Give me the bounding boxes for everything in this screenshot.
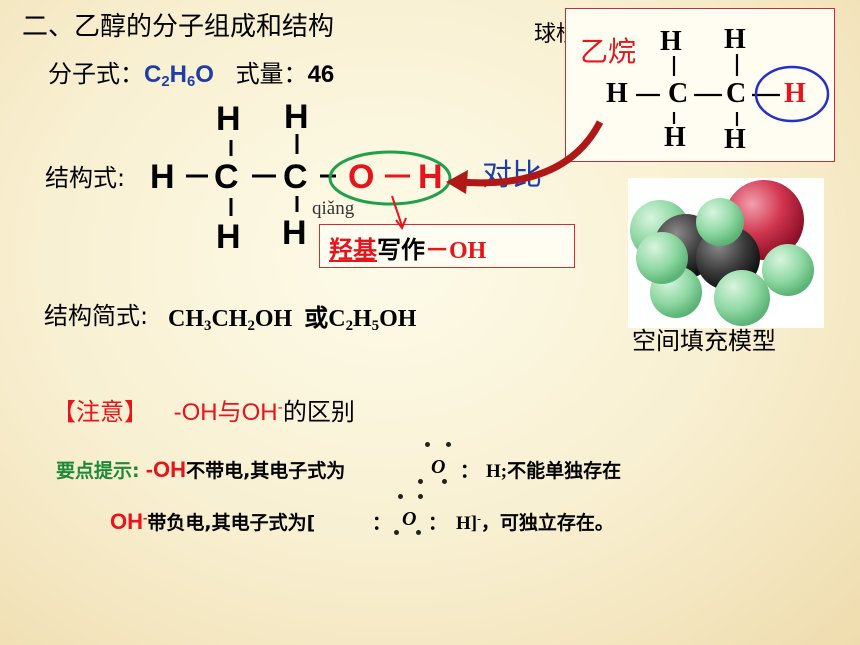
tip-electron-colon: ：: [460, 460, 480, 482]
space-filling-label: 空间填充模型: [632, 327, 776, 355]
ethane-h-top2: H: [724, 24, 746, 55]
space-filling-model: [628, 178, 824, 328]
hydroxyl-group: －OH: [425, 238, 487, 264]
ethane-label: 乙烷: [580, 35, 637, 68]
hydroxide-colon1: ：: [372, 512, 392, 534]
ethane-c2: C: [726, 78, 747, 109]
ethane-h-bottom2: H: [724, 124, 746, 155]
atom-h-top2: H: [284, 98, 309, 136]
note-suffix: 的区别: [282, 398, 355, 426]
ethane-h-highlight-ellipse: [754, 65, 830, 123]
tip-label: 要点提示:: [56, 460, 140, 482]
ethane-h-right: H: [784, 78, 806, 109]
atom-h-left: H: [150, 158, 175, 196]
structural-bonds: [186, 134, 336, 216]
hydroxide-text1: 带负电,其电子式为[: [147, 512, 316, 534]
molecular-formula: C2H6O: [144, 61, 214, 91]
formula-weight-label: 式量：: [235, 60, 308, 88]
note-bracket-label: 【注意】: [52, 398, 148, 426]
hydroxyl-written-as: 写作: [377, 236, 425, 264]
ethane-h-bottom1: H: [664, 122, 686, 153]
atom-c2: C: [283, 158, 308, 196]
pinyin-qiang: qiǎng: [312, 198, 355, 219]
atom-h-bottom2: H: [282, 214, 307, 252]
hydroxide-colon2: ：: [428, 512, 448, 534]
tip-row: 要点提示: -OH不带电,其电子式为: [56, 456, 345, 483]
compare-arrow: [459, 120, 604, 187]
molecular-formula-row: 分子式：C2H6O 式量：46: [48, 54, 334, 90]
hydroxyl-box: 羟基写作－OH: [319, 224, 575, 268]
tip-text1: 不带电,其电子式为: [186, 460, 346, 482]
ethane-h-left: H: [606, 78, 628, 109]
hydroxide-oh: OH-: [110, 509, 148, 534]
hydroxyl-highlight-ellipse: [328, 150, 452, 206]
hydroxyl-term: 羟基: [329, 236, 377, 264]
formula-weight-value: 46: [307, 61, 335, 88]
tip-text2: H;不能单独存在: [486, 461, 622, 482]
space-filling-image: [630, 180, 814, 326]
ethane-bonds: [636, 54, 780, 126]
note-row: 【注意】 -OH与OH-的区别: [52, 392, 355, 427]
tip-electron-o: O: [431, 456, 446, 478]
hydroxide-row: OH-带负电,其电子式为[: [110, 508, 315, 535]
note-text: -OH与OH-: [173, 399, 283, 426]
ethane-c1: C: [668, 78, 689, 109]
ethane-box: [565, 8, 835, 162]
hydroxide-electron-o: O: [402, 508, 417, 530]
structural-formula-label: 结构式:: [45, 164, 126, 192]
atom-o: O: [348, 158, 375, 196]
condensed-formula-label: 结构简式:: [44, 302, 149, 330]
hydroxide-text2: H]-，可独立存在。: [456, 513, 614, 534]
atom-h-top1: H: [216, 100, 241, 138]
molecular-formula-label: 分子式：: [48, 60, 144, 88]
condensed-formula: CH3CH2OH 或C2H5OH: [168, 304, 417, 335]
tip-oh: -OH: [139, 457, 187, 482]
compare-arrow-head: [446, 170, 468, 194]
hydroxyl-pointer: [391, 195, 407, 231]
atom-h-bottom1: H: [216, 218, 241, 256]
atom-c1: C: [214, 158, 239, 196]
ethane-h-top1: H: [660, 26, 682, 57]
section-title: 二、乙醇的分子组成和结构: [22, 12, 335, 42]
